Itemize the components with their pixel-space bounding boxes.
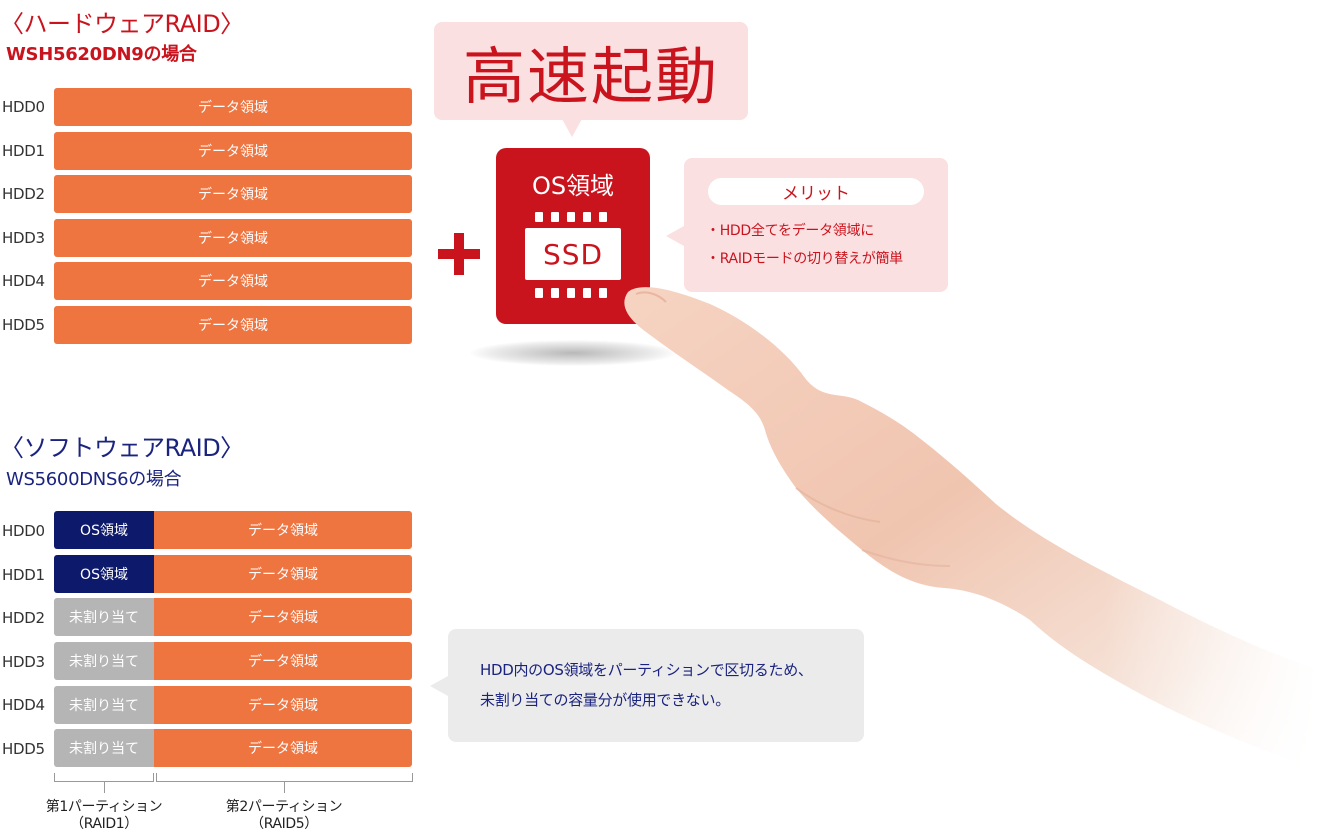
data-area-bar: データ領域 <box>54 219 412 257</box>
data-area-bar: データ領域 <box>154 729 412 767</box>
os-area-bar: OS領域 <box>54 511 154 549</box>
hdd-label: HDD5 <box>2 316 45 334</box>
hdd-label: HDD0 <box>2 98 45 116</box>
ssd-os-area-label: OS領域 <box>531 172 615 200</box>
unassigned-area-bar: 未割り当て <box>54 598 154 636</box>
partition1-name: 第1パーティション <box>45 799 163 815</box>
partition2-name: 第2パーティション <box>225 799 343 815</box>
note-line: HDD内のOS領域をパーティションで区切るため、 <box>480 661 813 679</box>
hdd-label: HDD0 <box>2 522 45 540</box>
note-bubble: HDD内のOS領域をパーティションで区切るため、 未割り当ての容量分が使用できな… <box>448 629 864 742</box>
headline-bubble: 高速起動 <box>434 22 748 120</box>
unassigned-area-bar: 未割り当て <box>54 686 154 724</box>
hdd-label: HDD2 <box>2 609 45 627</box>
partition1-raid: （RAID1） <box>70 816 138 832</box>
data-area-bar: データ領域 <box>154 598 412 636</box>
unassigned-area-bar: 未割り当て <box>54 729 154 767</box>
hdd-label: HDD4 <box>2 272 45 290</box>
partition1-tick <box>104 781 105 793</box>
software-raid-title: 〈ソフトウェアRAID〉 <box>0 434 244 462</box>
data-area-bar: データ領域 <box>54 175 412 213</box>
note-bubble-tail <box>430 676 448 696</box>
data-area-bar: データ領域 <box>154 555 412 593</box>
hdd-label: HDD5 <box>2 740 45 758</box>
merit-title: メリット <box>708 178 924 205</box>
partition2-tick <box>284 781 285 793</box>
partition2-label: 第2パーティション （RAID5） <box>214 799 354 833</box>
partition2-raid: （RAID5） <box>250 816 318 832</box>
software-raid-subtitle: WS5600DNS6の場合 <box>6 469 182 490</box>
data-area-bar: データ領域 <box>154 511 412 549</box>
hdd-label: HDD3 <box>2 653 45 671</box>
hdd-label: HDD2 <box>2 185 45 203</box>
data-area-bar: データ領域 <box>54 262 412 300</box>
data-area-bar: データ領域 <box>154 642 412 680</box>
hdd-label: HDD1 <box>2 566 45 584</box>
hardware-raid-subtitle: WSH5620DN9の場合 <box>6 44 197 65</box>
merit-item: ・RAIDモードの切り替えが簡単 <box>706 251 903 267</box>
hdd-label: HDD4 <box>2 696 45 714</box>
merit-bubble-tail <box>666 226 684 246</box>
data-area-bar: データ領域 <box>54 306 412 344</box>
os-area-bar: OS領域 <box>54 555 154 593</box>
data-area-bar: データ領域 <box>54 88 412 126</box>
hdd-label: HDD1 <box>2 142 45 160</box>
merit-bubble: メリット ・HDD全てをデータ領域に ・RAIDモードの切り替えが簡単 <box>684 158 948 292</box>
hdd-label: HDD3 <box>2 229 45 247</box>
plus-icon <box>438 233 480 275</box>
merit-item: ・HDD全てをデータ領域に <box>706 223 874 239</box>
headline-text: 高速起動 <box>462 40 719 113</box>
note-line: 未割り当ての容量分が使用できない。 <box>480 691 730 709</box>
unassigned-area-bar: 未割り当て <box>54 642 154 680</box>
headline-bubble-tail <box>562 119 582 137</box>
partition1-label: 第1パーティション （RAID1） <box>34 799 174 833</box>
data-area-bar: データ領域 <box>154 686 412 724</box>
data-area-bar: データ領域 <box>54 132 412 170</box>
hardware-raid-title: 〈ハードウェアRAID〉 <box>0 10 244 38</box>
